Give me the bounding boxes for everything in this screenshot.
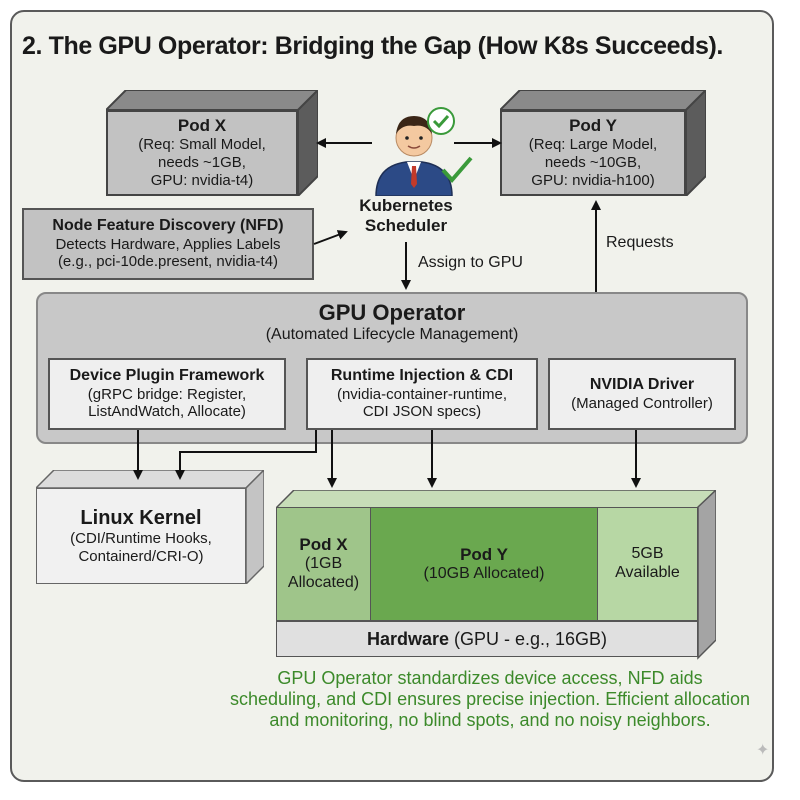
check-circle-icon xyxy=(427,107,455,135)
nvidia-driver-title: NVIDIA Driver xyxy=(589,375,695,393)
runtime-cdi-box: Runtime Injection & CDI (nvidia-containe… xyxy=(306,358,538,430)
nvidia-driver-box: NVIDIA Driver (Managed Controller) xyxy=(548,358,736,430)
check-mark-icon xyxy=(441,156,473,184)
arrow-nfd-to-scheduler xyxy=(313,230,348,245)
linux-kernel-box: Linux Kernel (CDI/Runtime Hooks, Contain… xyxy=(36,470,264,584)
pod-x-title: Pod X xyxy=(177,116,227,136)
nfd-title: Node Feature Discovery (NFD) xyxy=(52,216,284,234)
pod-y-needs: needs ~10GB, xyxy=(544,154,642,172)
pod-y-title: Pod Y xyxy=(569,116,617,136)
gpu-available-l2: Available xyxy=(615,564,680,581)
gpu-available-l1: 5GB xyxy=(631,545,664,563)
device-plugin-box: Device Plugin Framework (gRPC bridge: Re… xyxy=(48,358,286,430)
gpu-operator-subtitle: (Automated Lifecycle Management) xyxy=(265,325,519,343)
gpu-block-side xyxy=(697,490,716,660)
arrow-rt-to-kernel xyxy=(175,430,317,480)
person-icon xyxy=(375,116,453,196)
requests-label: Requests xyxy=(606,234,674,251)
pod-x-req: (Req: Small Model, xyxy=(138,136,266,154)
hardware-bar: Hardware (GPU - e.g., 16GB) xyxy=(276,621,698,657)
gpu-operator-title: GPU Operator xyxy=(318,300,466,325)
gpu-pod-y-segment: Pod Y (10GB Allocated) xyxy=(370,507,598,621)
nfd-desc: Detects Hardware, Applies Labels xyxy=(55,235,281,253)
hardware-detail: (GPU - e.g., 16GB) xyxy=(449,628,608,649)
gpu-pod-x-segment: Pod X (1GB Allocated) xyxy=(276,507,370,621)
pod-y-box: Pod Y (Req: Large Model, needs ~10GB, GP… xyxy=(500,90,706,196)
pod-x-needs: needs ~1GB, xyxy=(158,154,246,172)
gpu-available-segment: 5GB Available xyxy=(598,507,698,621)
device-plugin-title: Device Plugin Framework xyxy=(69,366,265,384)
device-plugin-l2: ListAndWatch, Allocate) xyxy=(88,403,246,421)
gpu-pod-y-l1: (10GB Allocated) xyxy=(423,564,545,582)
nfd-box: Node Feature Discovery (NFD) Detects Har… xyxy=(22,208,314,280)
linux-kernel-l2: Containerd/CRI-O) xyxy=(78,547,204,565)
hardware-bold: Hardware xyxy=(366,628,449,649)
pod-y-gpu: GPU: nvidia-h100) xyxy=(531,171,655,189)
diagram-title: 2. The GPU Operator: Bridging the Gap (H… xyxy=(22,32,723,60)
linux-kernel-l1: (CDI/Runtime Hooks, xyxy=(70,530,212,548)
scheduler-label-line2: Scheduler xyxy=(364,216,448,236)
gpu-pod-y-title: Pod Y xyxy=(460,544,508,564)
assign-label: Assign to GPU xyxy=(418,254,523,271)
footer-text: GPU Operator standardizes device access,… xyxy=(200,668,780,732)
gpu-pod-x-l2: Allocated) xyxy=(287,574,360,592)
scheduler-label: Kubernetes Scheduler xyxy=(350,196,462,236)
pod-x-gpu: GPU: nvidia-t4) xyxy=(150,171,254,189)
pod-x-box: Pod X (Req: Small Model, needs ~1GB, GPU… xyxy=(106,90,318,196)
gpu-pod-x-title: Pod X xyxy=(299,535,348,555)
sparkle-icon: ✦ xyxy=(756,742,770,759)
scheduler-label-line1: Kubernetes xyxy=(359,196,453,215)
pod-y-req: (Req: Large Model, xyxy=(528,136,658,154)
nfd-example: (e.g., pci-10de.present, nvidia-t4) xyxy=(57,253,279,271)
runtime-cdi-l1: (nvidia-container-runtime, xyxy=(336,385,508,403)
footer-line2: scheduling, and CDI ensures precise inje… xyxy=(230,689,750,710)
device-plugin-l1: (gRPC bridge: Register, xyxy=(87,385,247,403)
footer-line3: and monitoring, no blind spots, and no n… xyxy=(269,710,711,731)
footer-line1: GPU Operator standardizes device access,… xyxy=(277,668,703,688)
gpu-pod-x-l1: (1GB xyxy=(304,555,343,573)
nvidia-driver-l1: (Managed Controller) xyxy=(571,394,713,412)
runtime-cdi-l2: CDI JSON specs) xyxy=(362,403,482,421)
linux-kernel-title: Linux Kernel xyxy=(80,506,202,529)
runtime-cdi-title: Runtime Injection & CDI xyxy=(330,366,514,384)
